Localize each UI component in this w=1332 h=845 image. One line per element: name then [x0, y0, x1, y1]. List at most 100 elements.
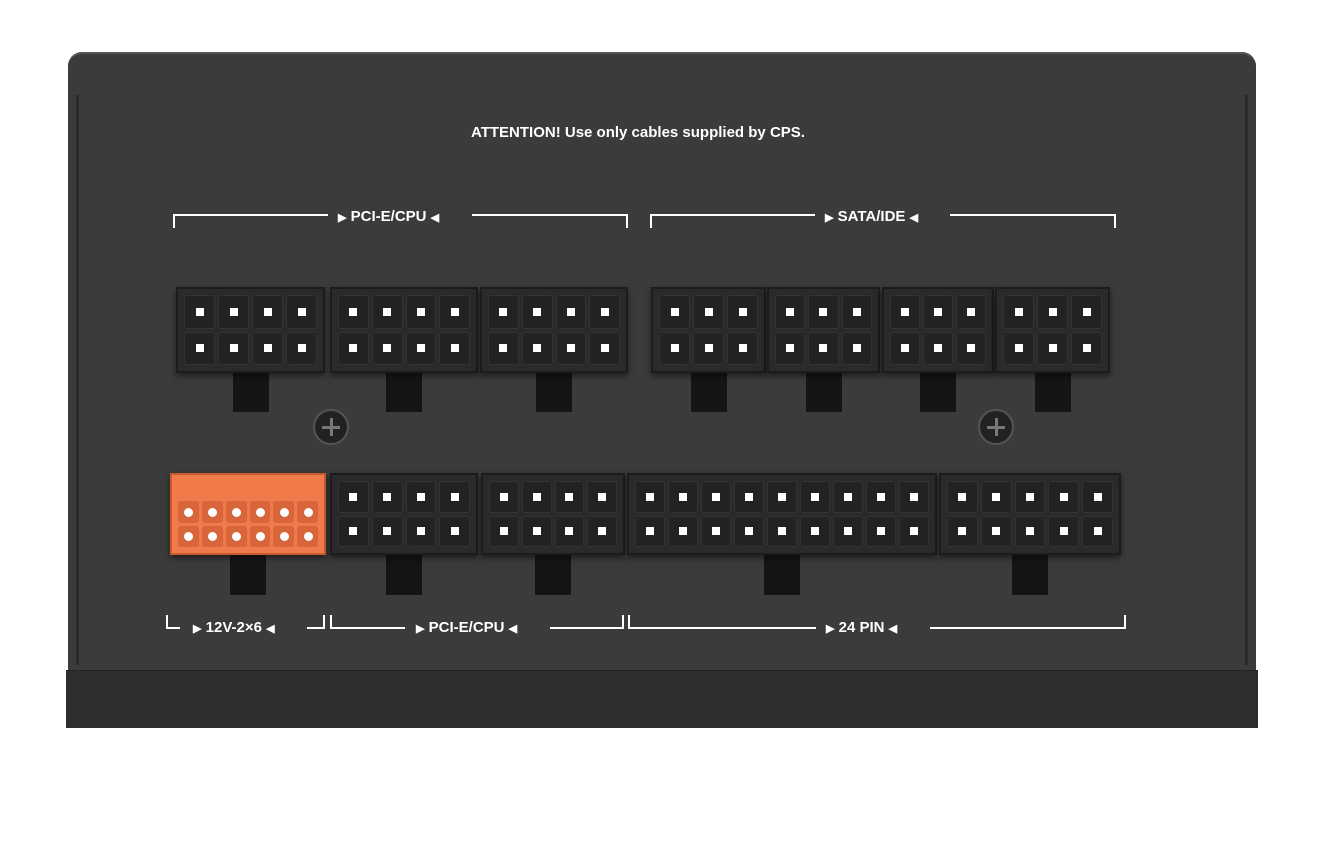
pin-hole [371, 515, 403, 547]
bracket [166, 627, 180, 629]
pin-hole [890, 295, 920, 329]
pin-hole [405, 481, 437, 513]
pin-hole [1014, 481, 1046, 513]
pin-hole [767, 481, 797, 513]
pin-hole [488, 295, 519, 329]
pin-hole [555, 331, 587, 365]
pin-hole [521, 481, 552, 513]
pin-hole [371, 295, 403, 329]
bracket [166, 615, 168, 629]
pin-hole [405, 295, 437, 329]
bracket [628, 615, 630, 629]
pin-hole [589, 295, 620, 329]
pin-hole [225, 501, 247, 523]
pin-hole [808, 295, 839, 329]
bracket [950, 214, 1116, 216]
pin-hole [659, 295, 690, 329]
bracket [650, 214, 815, 216]
connector-latch [920, 370, 956, 412]
modular-connector-socket[interactable] [767, 287, 880, 373]
bracket [1114, 214, 1116, 228]
attention-text: ATTENTION! Use only cables supplied by C… [471, 124, 805, 141]
bracket [1124, 615, 1126, 629]
pin-hole [521, 331, 553, 365]
pin-hole [1082, 481, 1113, 513]
pin-hole [554, 481, 585, 513]
modular-connector-socket[interactable] [330, 287, 478, 373]
pin-hole [178, 525, 199, 547]
label-pcie-cpu-top: ▶ PCI-E/CPU ◀ [338, 208, 440, 225]
pin-hole [273, 525, 295, 547]
pin-hole [489, 481, 519, 513]
pin-hole [701, 515, 731, 547]
pin-hole [521, 295, 553, 329]
pin-hole [1003, 331, 1034, 365]
bracket [650, 214, 652, 228]
pin-hole [775, 295, 806, 329]
panel-bottom-strip [66, 670, 1258, 728]
pin-hole [775, 331, 806, 365]
connector-latch [386, 370, 422, 412]
pin-hole [587, 481, 617, 513]
bracket [330, 615, 332, 629]
connector-latch [1034, 370, 1071, 412]
connector-latch [690, 370, 727, 412]
label-pcie-cpu-bottom: ▶ PCI-E/CPU ◀ [416, 619, 518, 636]
pin-hole [767, 515, 797, 547]
pin-hole [1082, 515, 1113, 547]
pin-hole [833, 515, 863, 547]
screw-icon [313, 409, 349, 445]
pin-hole [701, 481, 731, 513]
pin-hole [890, 331, 920, 365]
connector-12v-2x6[interactable] [170, 473, 326, 555]
pin-hole [439, 331, 470, 365]
pin-hole [218, 331, 249, 365]
pin-hole [218, 295, 249, 329]
connector-latch [764, 553, 800, 595]
pin-hole [800, 515, 830, 547]
screw-icon [978, 409, 1014, 445]
bracket [173, 214, 175, 228]
pin-hole [184, 331, 215, 365]
pin-hole [439, 295, 470, 329]
pin-hole [734, 481, 764, 513]
modular-connector-socket[interactable] [330, 473, 478, 555]
modular-connector-socket[interactable] [481, 473, 625, 555]
pin-hole [1048, 515, 1080, 547]
pin-hole [956, 331, 986, 365]
modular-connector-socket[interactable] [651, 287, 766, 373]
modular-connector-socket[interactable] [882, 287, 994, 373]
pin-hole [841, 331, 872, 365]
pin-hole [338, 515, 369, 547]
pin-hole [947, 515, 978, 547]
pin-hole [980, 481, 1012, 513]
modular-connector-socket[interactable] [480, 287, 628, 373]
bracket [472, 214, 628, 216]
modular-connector-socket[interactable] [627, 473, 937, 555]
modular-connector-socket[interactable] [995, 287, 1110, 373]
pin-hole [439, 515, 470, 547]
pin-hole [668, 481, 698, 513]
pin-hole [1003, 295, 1034, 329]
pin-hole [338, 295, 369, 329]
pin-hole [980, 515, 1012, 547]
pin-hole [554, 515, 585, 547]
pin-hole [439, 481, 470, 513]
pin-hole [1037, 295, 1068, 329]
bracket [930, 627, 1126, 629]
panel-edge [1245, 95, 1248, 665]
bracket [626, 214, 628, 228]
pin-hole [405, 515, 437, 547]
pin-hole [225, 525, 247, 547]
modular-connector-socket[interactable] [176, 287, 325, 373]
modular-connector-socket[interactable] [939, 473, 1121, 555]
bracket [628, 627, 816, 629]
pin-hole [587, 515, 617, 547]
pin-hole [286, 295, 317, 329]
pin-hole [589, 331, 620, 365]
label-sata-ide: ▶ SATA/IDE ◀ [825, 208, 919, 225]
pin-hole [800, 481, 830, 513]
pin-hole [338, 481, 369, 513]
bracket [307, 627, 325, 629]
connector-latch [230, 553, 266, 595]
